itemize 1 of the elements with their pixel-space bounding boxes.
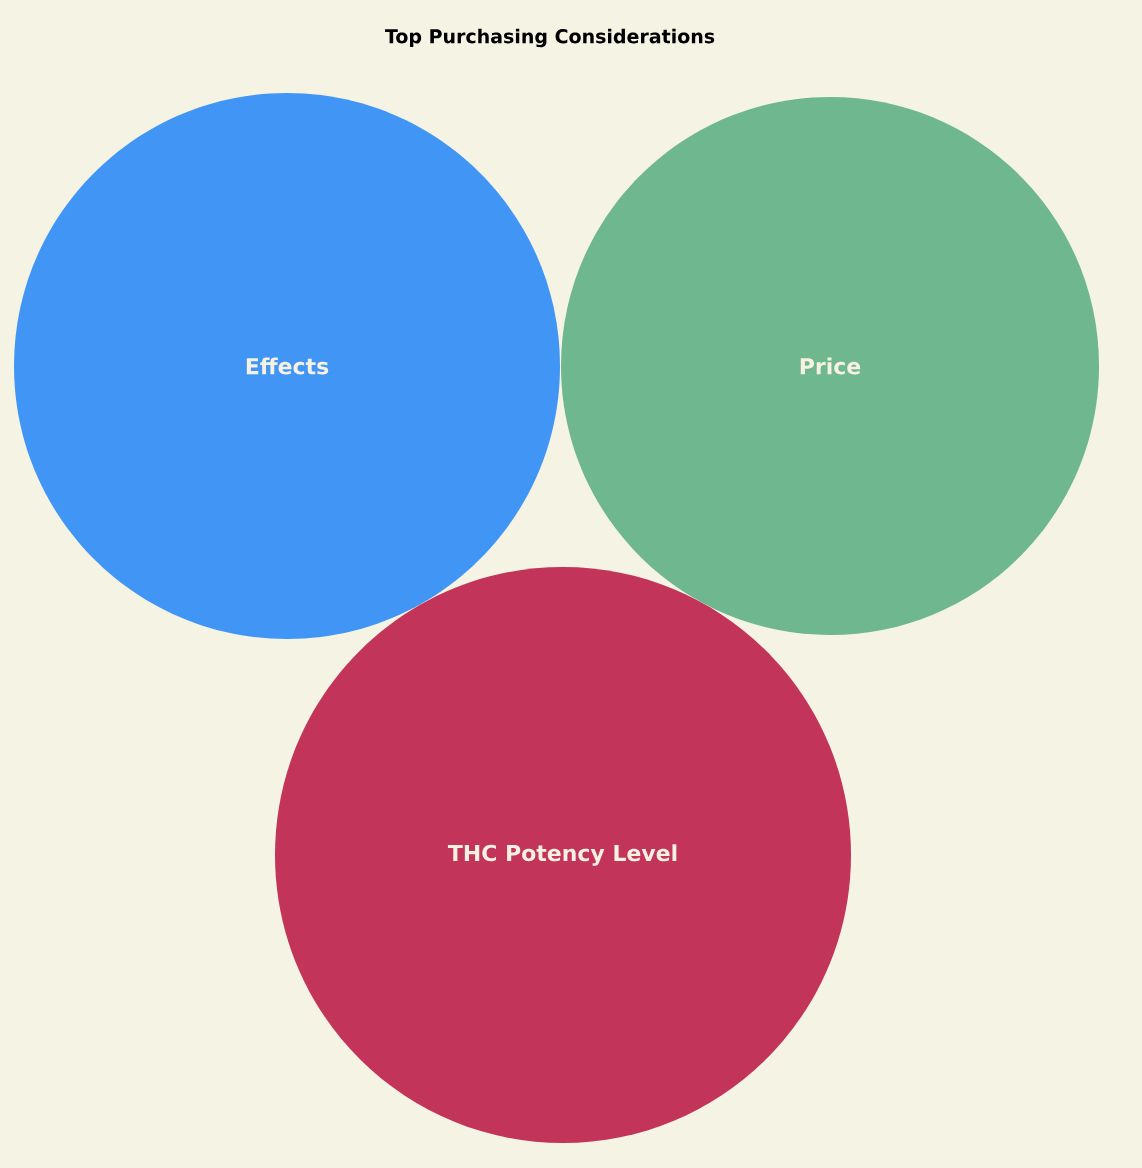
chart-title: Top Purchasing Considerations	[385, 28, 715, 48]
